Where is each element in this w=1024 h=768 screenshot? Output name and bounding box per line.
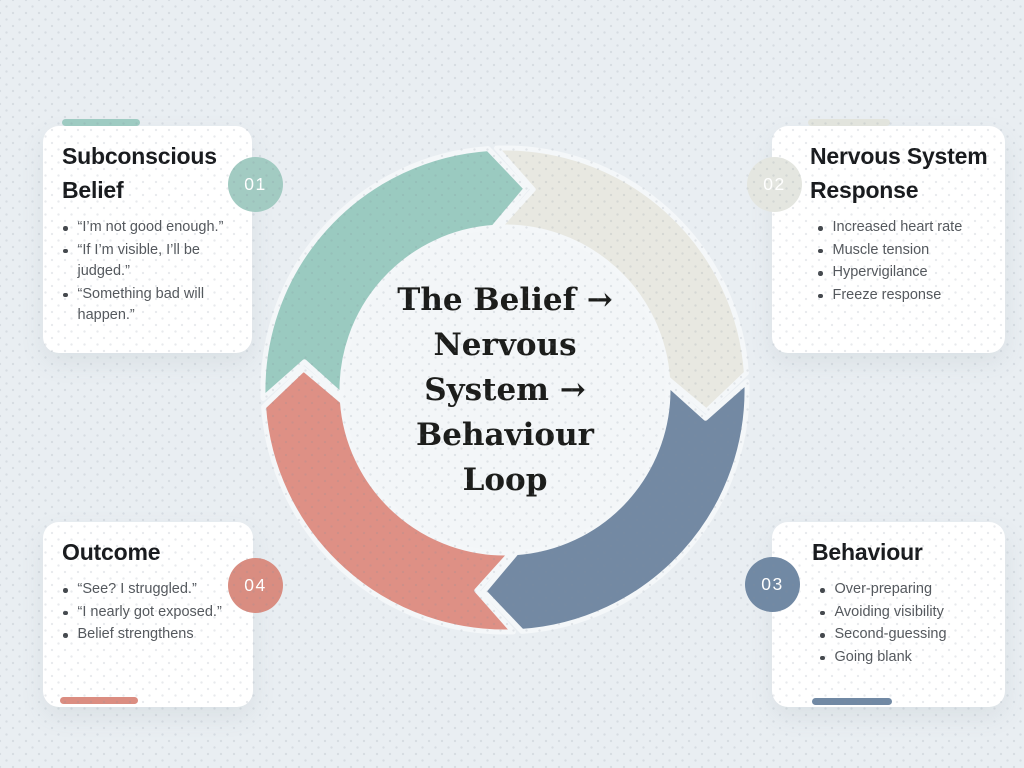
card-subconscious-belief: Subconscious Belief “I’m not good enough…	[43, 126, 252, 353]
bullet-item: Going blank	[819, 647, 995, 669]
bullet-dot-icon	[818, 271, 823, 276]
card-outcome: Outcome “See? I struggled.” “I nearly go…	[43, 522, 253, 707]
bullet-item: “I’m not good enough.”	[62, 217, 244, 239]
bullet-list: Over-preparing Avoiding visibility Secon…	[812, 579, 995, 668]
bullet-item: “Something bad will happen.”	[62, 284, 244, 327]
loop-segment-03-arrow	[481, 379, 750, 634]
step-badge-02: 02	[747, 157, 802, 212]
step-badge-01: 01	[228, 157, 283, 212]
card-nervous-system-response: Nervous System Response Increased heart …	[772, 126, 1005, 353]
bullet-dot-icon	[818, 293, 823, 298]
diagram-title-line: Loop	[462, 462, 548, 498]
diagram-title: The Belief → Nervous System → Behaviour …	[330, 278, 680, 503]
accent-bar-04	[60, 697, 138, 704]
bullet-dot-icon	[820, 588, 825, 593]
bullet-dot-icon	[63, 610, 68, 615]
bullet-dot-icon	[63, 292, 68, 297]
loop-segment-04-arrow	[261, 366, 516, 635]
bullet-item: Muscle tension	[817, 240, 995, 262]
bullet-item: Increased heart rate	[817, 217, 995, 239]
loop-segment-01-arrow	[260, 146, 529, 401]
bullet-list: “See? I struggled.” “I nearly got expose…	[62, 579, 245, 646]
diagram-title-line: Nervous	[433, 327, 577, 363]
bullet-item: Belief strengthens	[62, 624, 245, 646]
bullet-item: Avoiding visibility	[819, 602, 995, 624]
accent-bar-03	[812, 698, 892, 705]
diagram-title-line: The Belief →	[397, 282, 613, 318]
bullet-dot-icon	[820, 655, 825, 660]
bullet-dot-icon	[63, 633, 68, 638]
diagram-title-line: Behaviour	[416, 417, 594, 453]
bullet-dot-icon	[818, 226, 823, 231]
bullet-dot-icon	[63, 226, 68, 231]
bullet-dot-icon	[818, 248, 823, 253]
bullet-dot-icon	[63, 588, 68, 593]
bullet-item: Freeze response	[817, 285, 995, 307]
bullet-dot-icon	[63, 248, 68, 253]
bullet-item: “If I’m visible, I’ll be judged.”	[62, 240, 244, 283]
bullet-item: Hypervigilance	[817, 262, 995, 284]
diagram-title-line: System →	[424, 372, 586, 408]
step-badge-04: 04	[228, 558, 283, 613]
card-title: Outcome	[62, 539, 161, 565]
accent-bar-02	[808, 119, 890, 126]
bullet-item: “I nearly got exposed.”	[62, 602, 245, 624]
step-badge-03: 03	[745, 557, 800, 612]
bullet-list: “I’m not good enough.” “If I’m visible, …	[62, 217, 244, 327]
loop-inner-circle	[339, 224, 671, 556]
card-title: Nervous System Response	[810, 143, 988, 203]
loop-segment-02-arrow	[494, 145, 749, 414]
bullet-dot-icon	[820, 633, 825, 638]
card-title: Subconscious Belief	[62, 143, 217, 203]
bullet-item: “See? I struggled.”	[62, 579, 245, 601]
bullet-list: Increased heart rate Muscle tension Hype…	[810, 217, 995, 306]
bullet-item: Second-guessing	[819, 624, 995, 646]
bullet-item: Over-preparing	[819, 579, 995, 601]
loop-diagram	[260, 145, 750, 635]
card-behaviour: Behaviour Over-preparing Avoiding visibi…	[772, 522, 1005, 707]
bullet-dot-icon	[820, 610, 825, 615]
accent-bar-01	[62, 119, 140, 126]
card-title: Behaviour	[812, 539, 923, 565]
